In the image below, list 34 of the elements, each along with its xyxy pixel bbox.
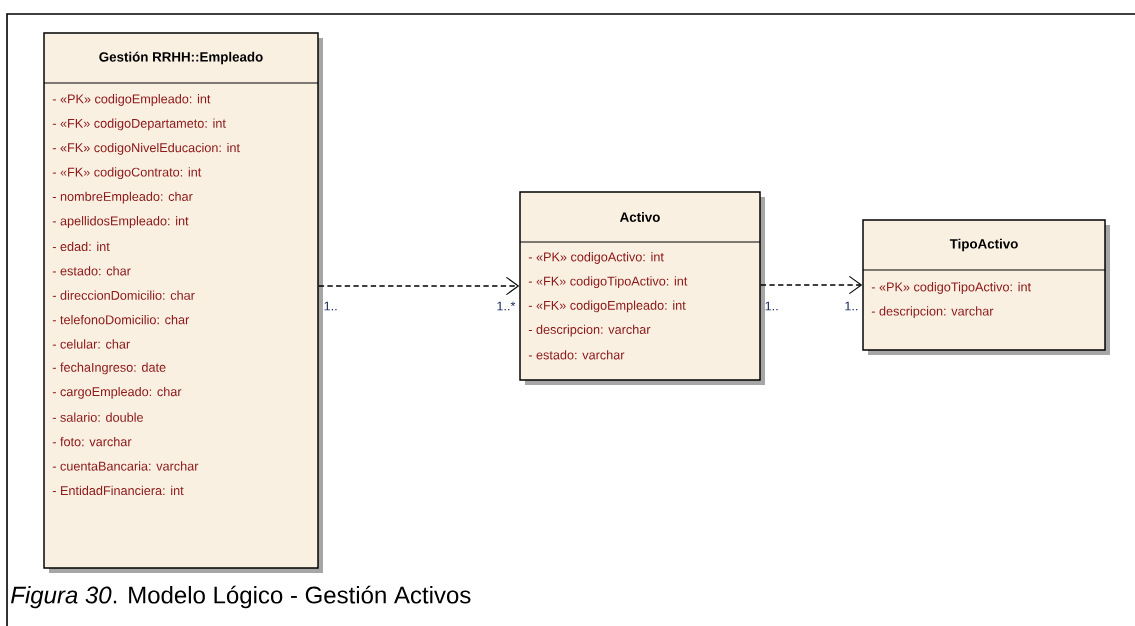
attribute-text: - cuentaBancaria: varchar xyxy=(52,461,199,471)
attribute-text: - «FK» codigoEmpleado: int xyxy=(528,300,686,313)
attribute-text: - cargoEmpleado: char xyxy=(52,386,182,399)
attribute-text: - descripcion: varchar xyxy=(528,324,651,337)
attribute-text: - «FK» codigoNivelEducacion: int xyxy=(52,142,240,155)
class-box xyxy=(519,191,765,385)
attribute-text: - edad: int xyxy=(52,241,110,252)
attribute-text: - estado: varchar xyxy=(528,350,625,360)
attribute-text: - celular: char xyxy=(52,339,130,349)
attribute-text: - EntidadFinanciera: int xyxy=(52,485,184,496)
attribute-text: - nombreEmpleado: char xyxy=(52,191,193,204)
class-box xyxy=(43,32,323,573)
multiplicity-label: 1.. xyxy=(765,301,778,311)
attribute-text: - descripcion: varchar xyxy=(871,306,994,319)
attribute-text: - estado: char xyxy=(52,266,131,276)
attribute-text: - «FK» codigoDepartameto: int xyxy=(52,118,226,131)
attribute-text: - «PK» codigoTipoActivo: int xyxy=(871,282,1031,294)
attribute-text: - «PK» codigoEmpleado: int xyxy=(52,94,211,106)
attribute-text: - telefonoDomicilio: char xyxy=(52,314,190,325)
attribute-text: - «FK» codigoTipoActivo: int xyxy=(528,276,688,289)
attribute-text: - «FK» codigoContrato: int xyxy=(52,167,202,180)
attribute-text: - apellidosEmpleado: int xyxy=(52,216,189,228)
dependency-arrow xyxy=(318,276,520,296)
attribute-text: - foto: varchar xyxy=(52,436,132,447)
attribute-text: - fechaIngreso: date xyxy=(52,362,166,375)
caption: Figura 30. Modelo Lógico - Gestión Activos xyxy=(11,585,471,609)
dependency-arrow xyxy=(760,275,863,295)
class-name: Gestión RRHH::Empleado xyxy=(99,51,263,65)
attribute-text: - direccionDomicilio: char xyxy=(52,290,195,300)
attribute-text: - salario: double xyxy=(52,412,143,422)
class-box xyxy=(862,219,1110,355)
attribute-text: - «PK» codigoActivo: int xyxy=(528,252,664,264)
class-name: TipoActivo xyxy=(949,238,1018,252)
class-name: Activo xyxy=(619,212,660,222)
